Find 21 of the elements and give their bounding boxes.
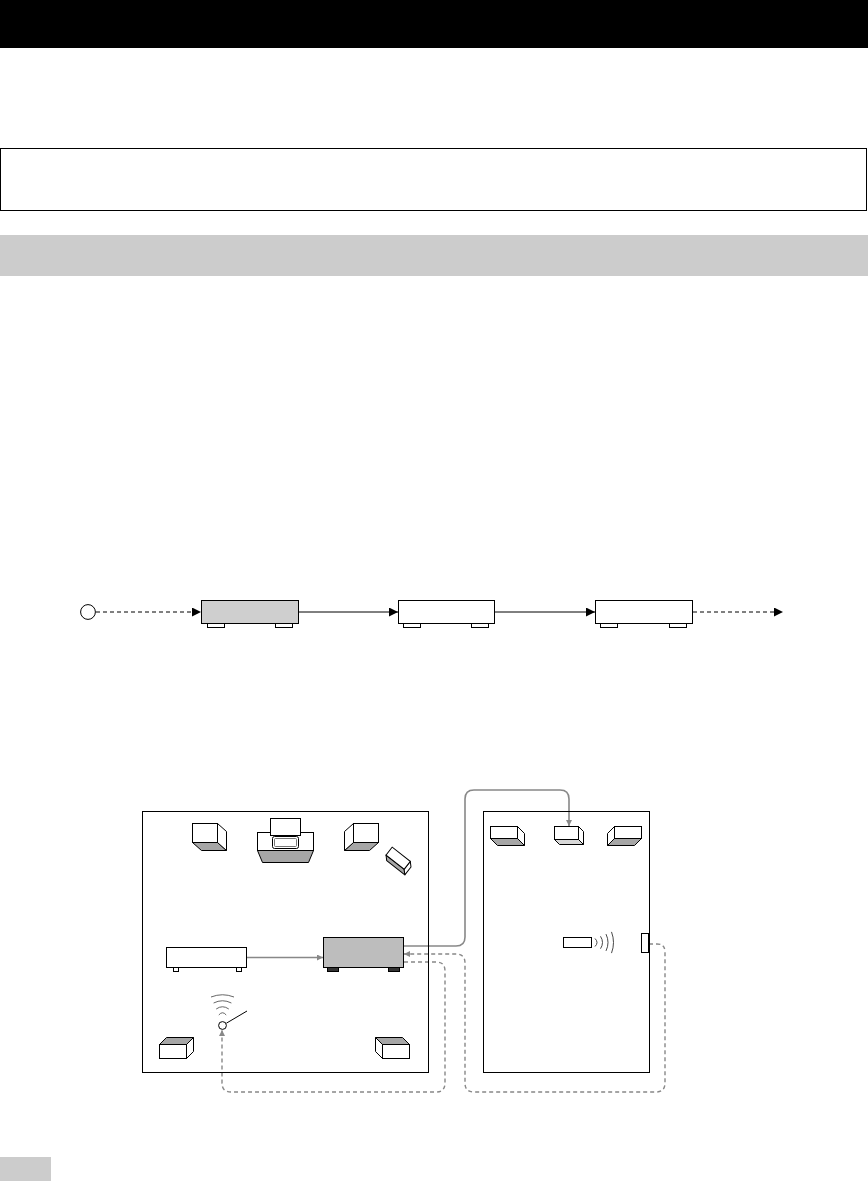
sensor-box xyxy=(641,933,649,953)
sensor-circle xyxy=(218,1021,227,1030)
arrow xyxy=(494,607,596,617)
speaker-box xyxy=(554,826,585,846)
receiver-box xyxy=(323,937,404,972)
dashed-arrow xyxy=(403,943,666,1093)
arrow xyxy=(403,789,572,947)
leader-line xyxy=(225,1010,248,1024)
device-box xyxy=(398,600,495,628)
arrow xyxy=(298,607,399,617)
room-outline xyxy=(483,811,650,1073)
arrow xyxy=(246,954,324,961)
section-band xyxy=(0,235,868,276)
device-box xyxy=(595,600,693,628)
source-circle xyxy=(80,604,96,620)
room-outline xyxy=(142,811,429,1073)
device-box xyxy=(166,947,247,972)
dashed-arrow xyxy=(692,607,784,617)
device-box xyxy=(201,600,299,628)
dashed-arrow xyxy=(95,607,202,617)
dashed-arrow xyxy=(219,961,446,1093)
